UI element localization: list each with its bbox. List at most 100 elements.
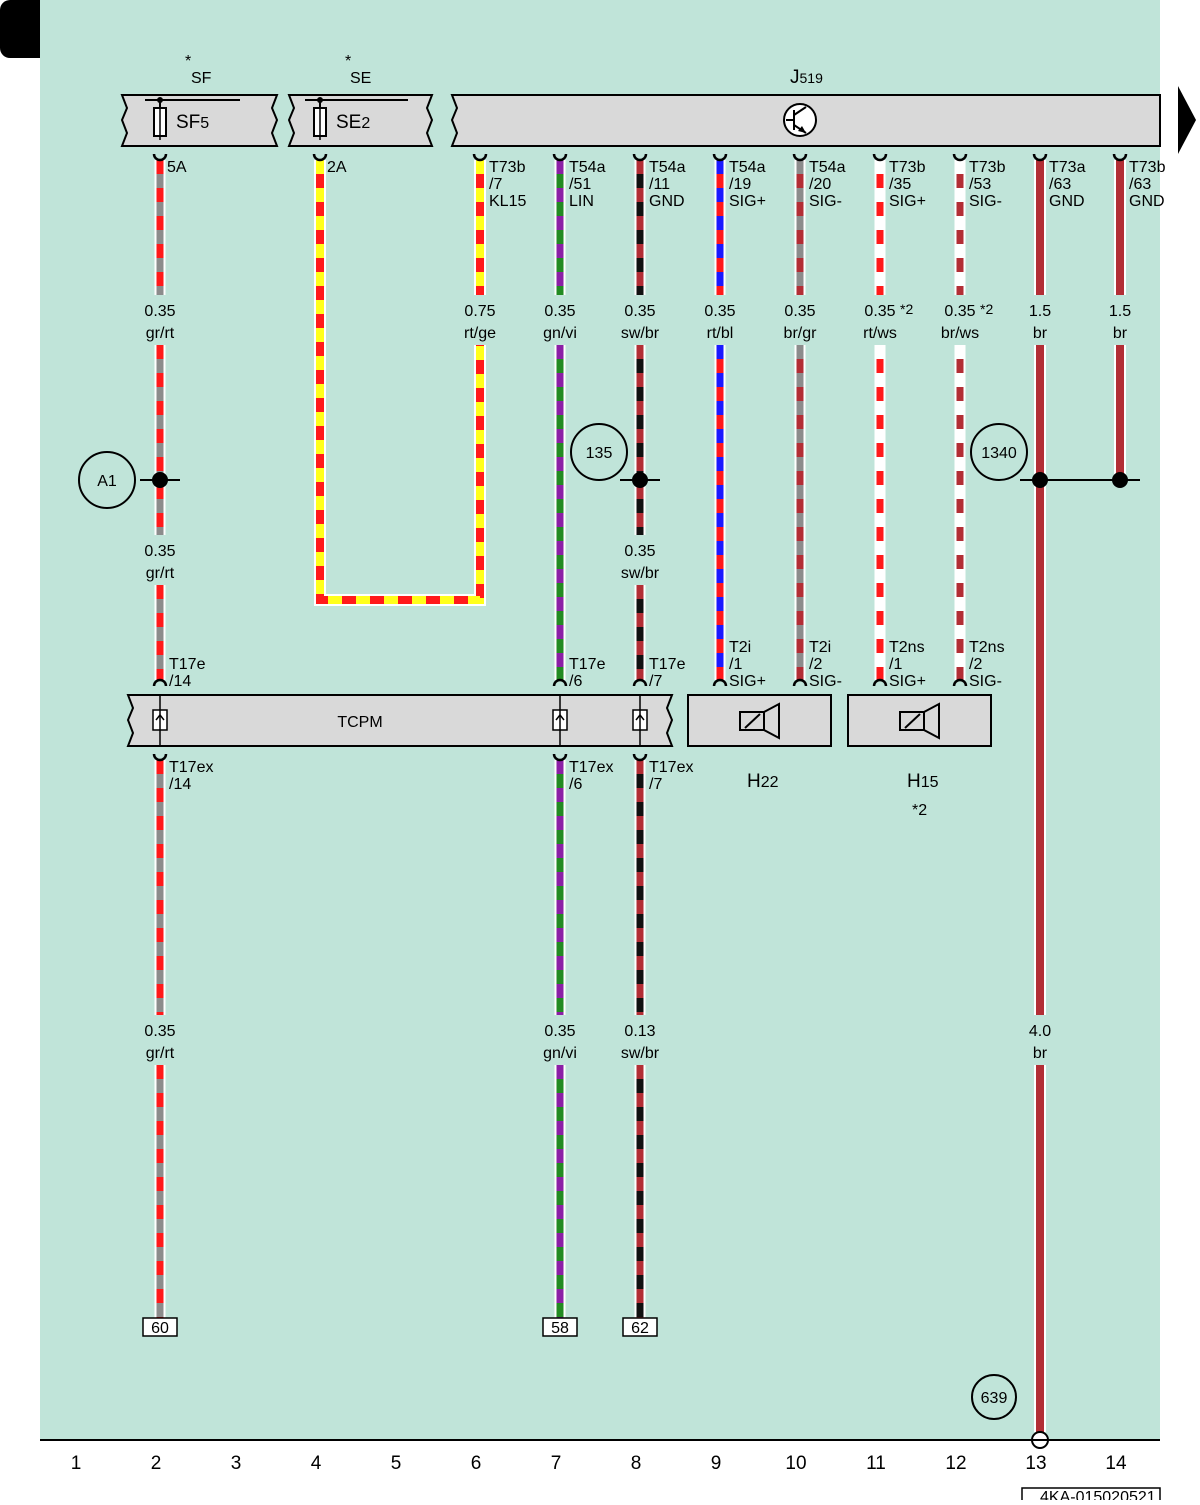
wire-size-label: 0.35 <box>544 303 575 320</box>
column-number: 11 <box>866 1453 886 1474</box>
connector-icon <box>632 678 648 687</box>
continue-right-arrow-icon[interactable] <box>1178 86 1196 154</box>
column-number: 13 <box>1025 1453 1046 1474</box>
continuation-ref-58[interactable]: 58 <box>542 1317 578 1337</box>
svg-text:J519: J519 <box>790 67 823 88</box>
connector-icon <box>312 153 328 162</box>
wire-color-label: rt/bl <box>707 325 734 342</box>
module-tcpm[interactable]: TCPM <box>126 694 674 747</box>
pin-label: /51 <box>569 176 591 193</box>
column-number: 14 <box>1105 1453 1127 1474</box>
continuation-ref-60[interactable]: 60 <box>142 1317 178 1337</box>
pin-label: T17e <box>569 656 606 673</box>
wire-size-label: 0.35 <box>144 543 175 560</box>
svg-text:H15: H15 <box>907 771 939 792</box>
connector-icon <box>472 153 488 162</box>
terminal-arrow-icon <box>635 713 645 721</box>
connector-icon <box>152 753 168 762</box>
fuse-sf5[interactable]: SF5 <box>120 94 279 147</box>
svg-text:A1: A1 <box>97 473 117 490</box>
pin-label: /1 <box>729 656 742 673</box>
wire-color-label: gr/rt <box>146 325 175 342</box>
wire-size-label: 0.35 <box>784 303 815 320</box>
pin-label: T73b <box>969 159 1006 176</box>
horn-h22[interactable] <box>687 694 832 747</box>
pin-label: T17ex <box>649 759 693 776</box>
connection-point-a1[interactable]: A1 <box>78 451 136 509</box>
pin-label: GND <box>649 193 685 210</box>
wire-size-label: 1.5 <box>1029 303 1051 320</box>
wire-color-label: sw/br <box>621 325 660 342</box>
svg-text:SE2: SE2 <box>336 112 370 133</box>
pin-label: /14 <box>169 776 191 793</box>
pin-label: T2i <box>809 639 831 656</box>
wire-kl15-loop[interactable] <box>314 160 486 606</box>
fuse-se2[interactable]: SE2 <box>287 94 434 147</box>
connection-point-639[interactable]: 639 <box>971 1374 1017 1420</box>
continuation-ref-62[interactable]: 62 <box>622 1317 658 1337</box>
svg-text:62: 62 <box>631 1320 649 1337</box>
wire-size-label: 0.35 <box>144 1023 175 1040</box>
wire-color-label: br <box>1033 325 1048 342</box>
pin-label: T73a <box>1049 159 1086 176</box>
fuse-sf5-star: * <box>185 53 191 70</box>
svg-text:135: 135 <box>586 445 613 462</box>
pin-label: T17e <box>649 656 686 673</box>
horn-h15[interactable] <box>847 694 992 747</box>
wire-size-label: 0.35 <box>624 303 655 320</box>
connector-icon <box>152 678 168 687</box>
fuse-holder-sf: SF <box>191 70 212 87</box>
wire-color-label: br/gr <box>784 325 818 342</box>
connector-icon <box>712 153 728 162</box>
pin-label: T2ns <box>889 639 925 656</box>
pin-label: /63 <box>1049 176 1071 193</box>
connector-icon <box>1112 153 1128 162</box>
connector-icon <box>712 678 728 687</box>
terminal-arrow-icon <box>555 713 565 721</box>
column-number: 3 <box>231 1453 242 1474</box>
wire-color-label: br/ws <box>941 325 979 342</box>
pin-label: T17ex <box>569 759 613 776</box>
pin-label: T2ns <box>969 639 1005 656</box>
pin-labels-layer: T73b/7KL15T54a/51LINT54a/11GNDT54a/19SIG… <box>169 159 1166 793</box>
fuse-sf5-label: SF <box>176 112 200 133</box>
wire-color-label: gn/vi <box>543 1045 577 1062</box>
pin-label: /2 <box>809 656 822 673</box>
wire-size-label: 0.35 <box>544 1023 575 1040</box>
wire-note-label: *2 <box>900 301 913 317</box>
pin-label: /1 <box>889 656 902 673</box>
wire-size-label: 0.35 <box>944 303 975 320</box>
pin-label: GND <box>1129 193 1165 210</box>
connector-icon <box>632 753 648 762</box>
pin-label: /19 <box>729 176 751 193</box>
svg-text:H22: H22 <box>747 771 779 792</box>
pin-label: LIN <box>569 193 594 210</box>
svg-text:4KA-015020521: 4KA-015020521 <box>1040 1489 1156 1500</box>
wire-size-label: 0.35 <box>704 303 735 320</box>
module-j519[interactable] <box>450 94 1161 147</box>
pin-label: SIG- <box>969 673 1002 690</box>
wire-note-label: *2 <box>980 301 993 317</box>
terminal-arrow-icon <box>155 713 165 721</box>
pin-label: T73b <box>889 159 926 176</box>
connection-point-1340[interactable]: 1340 <box>970 423 1028 481</box>
connector-icon <box>552 153 568 162</box>
pin-label: /53 <box>969 176 991 193</box>
pin-label: SIG- <box>969 193 1002 210</box>
column-number: 10 <box>785 1453 806 1474</box>
wire-color-label: br <box>1113 325 1128 342</box>
connection-point-135[interactable]: 135 <box>570 423 628 481</box>
pin-label: /7 <box>649 673 662 690</box>
svg-text:639: 639 <box>981 1390 1008 1407</box>
pin-label: SIG- <box>809 673 842 690</box>
fuse-se2-subscript: 2 <box>361 115 370 132</box>
connector-icon <box>552 753 568 762</box>
horn-h15-note: *2 <box>912 802 927 819</box>
wire-size-label: 1.5 <box>1109 303 1131 320</box>
wire-labels-layer: 0.35gr/rt0.75rt/ge0.35gn/vi0.35sw/br0.35… <box>144 159 1131 1062</box>
pin-label: /2 <box>969 656 982 673</box>
pin-label: T17e <box>169 656 206 673</box>
pin-label: SIG+ <box>729 193 766 210</box>
